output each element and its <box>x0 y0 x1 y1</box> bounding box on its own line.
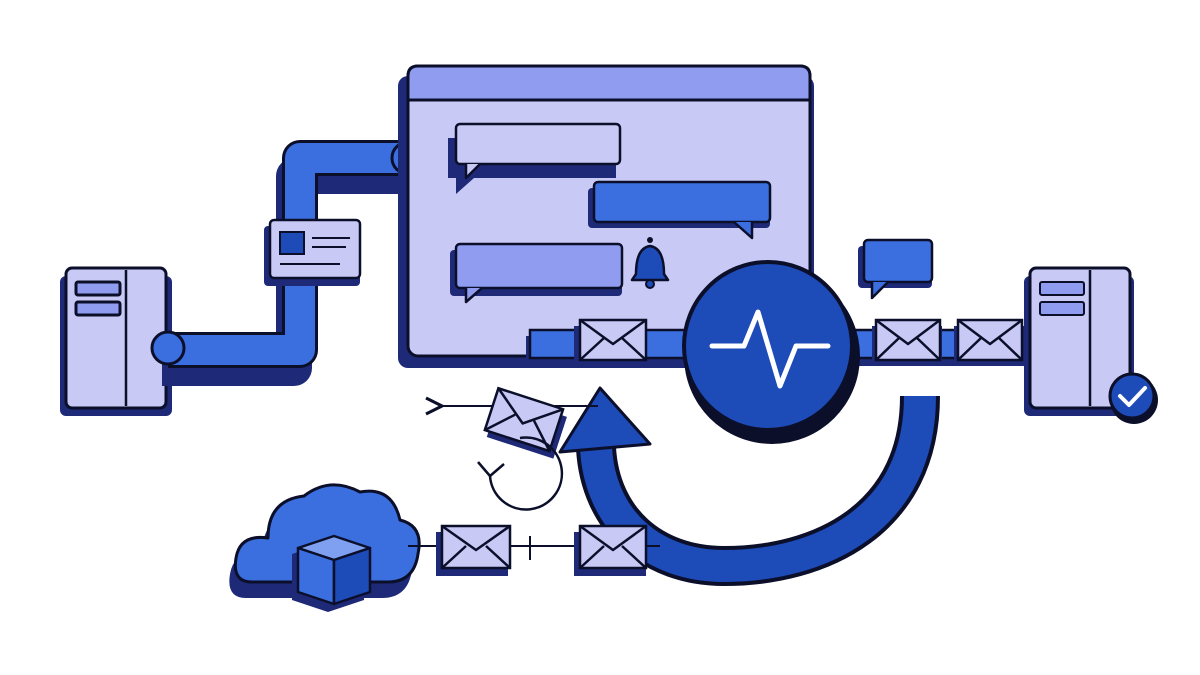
cube-icon <box>292 534 372 612</box>
envelope-icon <box>436 524 512 576</box>
envelope-icon <box>954 318 1024 366</box>
envelope-icon <box>574 524 648 576</box>
envelope-icon <box>872 318 942 366</box>
message-bubble-icon <box>858 238 934 300</box>
bell-icon <box>630 237 670 289</box>
left-server-icon[interactable] <box>60 266 172 416</box>
envelope-icon <box>483 386 567 459</box>
message-bubble-icon <box>588 180 772 240</box>
message-bubble-icon <box>450 242 624 304</box>
refresh-arrow-icon <box>477 436 564 511</box>
chat-window-icon[interactable] <box>398 64 814 368</box>
id-card-icon <box>264 218 362 286</box>
return-arrow-icon <box>558 386 940 587</box>
pulse-monitor-icon[interactable] <box>682 260 860 444</box>
right-server-icon[interactable] <box>1024 266 1134 416</box>
envelope-icon <box>574 318 648 366</box>
message-bubble-icon <box>448 122 622 194</box>
check-badge-icon <box>1108 372 1158 424</box>
